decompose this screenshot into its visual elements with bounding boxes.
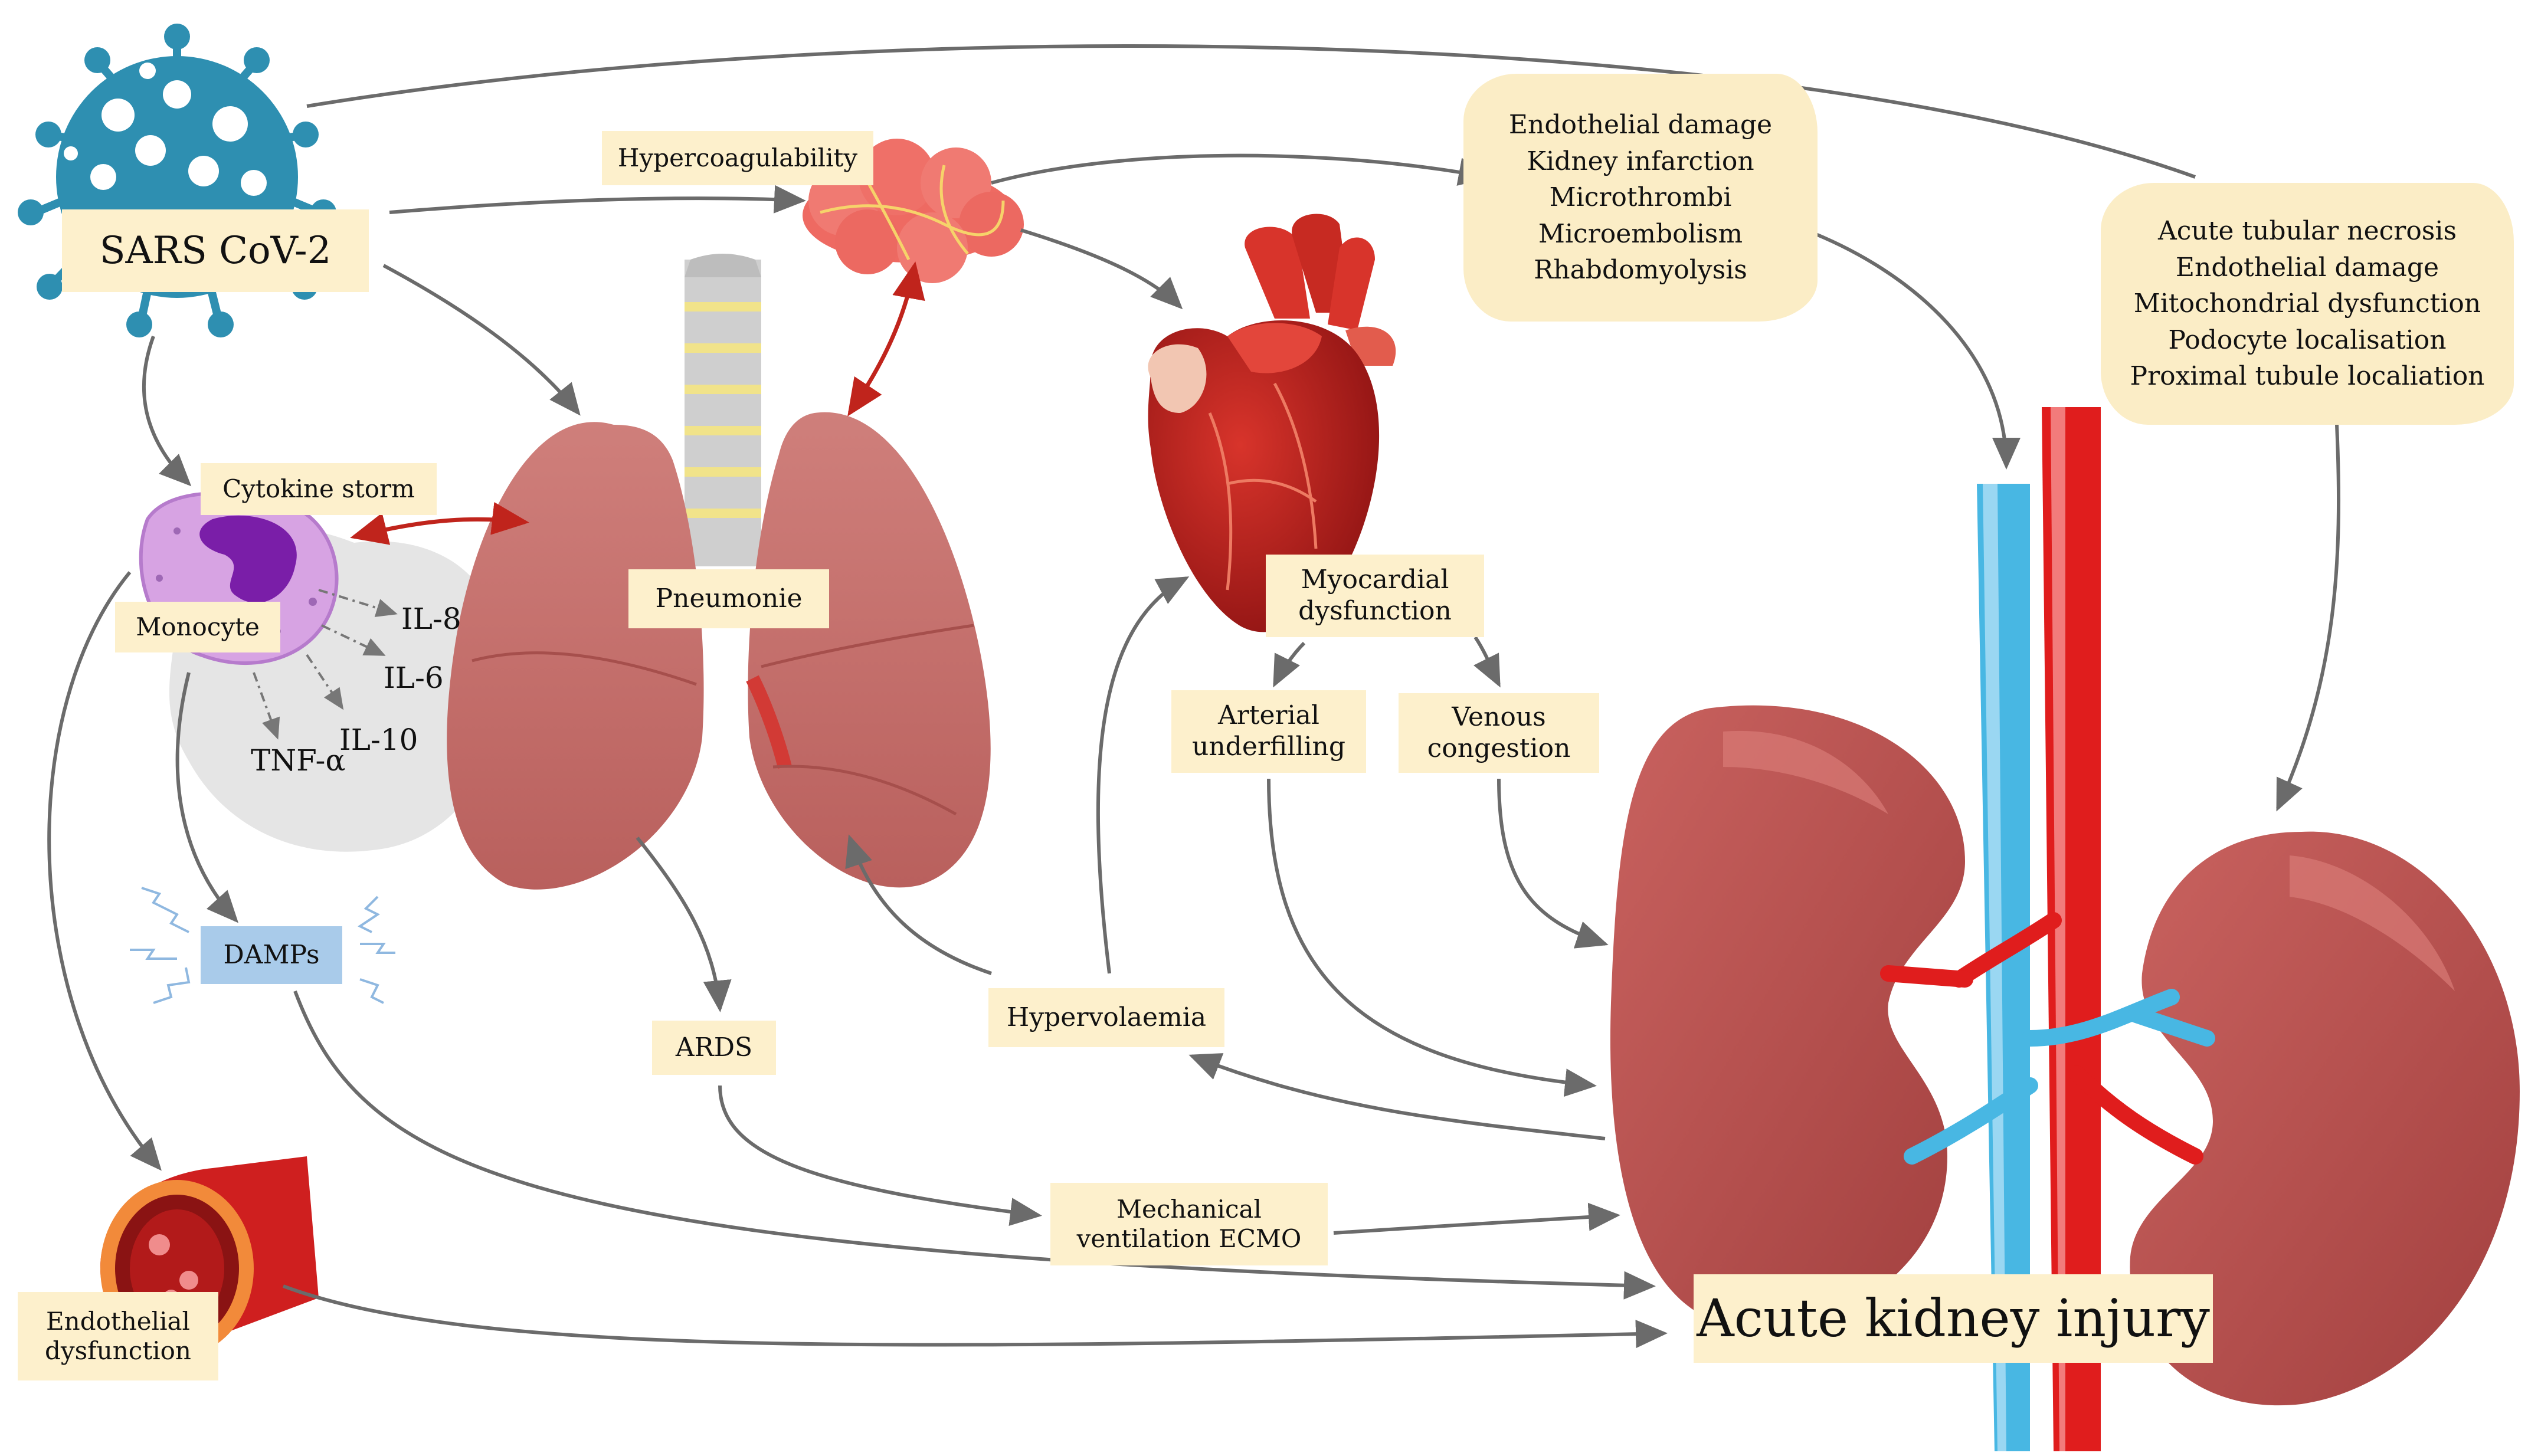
pneumonie-label: Pneumonie xyxy=(628,569,829,628)
ards-label: ARDS xyxy=(652,1021,776,1075)
arterial-line-1: Arterial xyxy=(1218,700,1319,731)
cloud-endothelial-damage: Endothelial damage Kidney infarction Mic… xyxy=(1463,74,1818,322)
kidneys-illustration xyxy=(1610,407,2520,1451)
venous-line-1: Venous xyxy=(1452,701,1546,732)
mechanical-ventilation-label: Mechanical ventilation ECMO xyxy=(1050,1183,1328,1265)
cloud-item: Kidney infarction xyxy=(1527,146,1754,176)
il-6-label: IL-6 xyxy=(384,661,444,695)
hypervolaemia-label: Hypervolaemia xyxy=(988,988,1224,1047)
blood-clot-illustration xyxy=(803,139,1024,283)
arterial-line-2: underfilling xyxy=(1192,732,1345,762)
myocardial-line-2: dysfunction xyxy=(1298,596,1452,626)
hypercoagulability-label: Hypercoagulability xyxy=(602,131,873,185)
endothelial-line-1: Endothelial xyxy=(45,1306,190,1336)
bidirectional-arrows xyxy=(350,261,925,545)
lungs-illustration xyxy=(447,254,991,890)
cytokine-release-arrows xyxy=(253,589,398,740)
cloud-item: Endothelial damage xyxy=(1508,110,1773,140)
cloud-item: Proximal tubule localiation xyxy=(2130,361,2485,392)
cloud-item: Microthrombi xyxy=(1549,182,1732,213)
cytokine-storm-label: Cytokine storm xyxy=(201,463,437,515)
venous-line-2: congestion xyxy=(1427,733,1571,763)
il-8-label: IL-8 xyxy=(401,602,461,636)
tnf-alpha-label: TNF-α xyxy=(251,743,346,778)
venous-congestion-label: Venous congestion xyxy=(1399,693,1599,773)
cloud-item: Acute tubular necrosis xyxy=(2157,216,2457,247)
pathway-arrows xyxy=(47,44,2341,1349)
cloud-item: Podocyte localisation xyxy=(2168,324,2447,355)
arterial-underfilling-label: Arterial underfilling xyxy=(1171,690,1366,773)
damps-label: DAMPs xyxy=(201,926,342,984)
acute-kidney-injury-label: Acute kidney injury xyxy=(1694,1274,2213,1363)
cloud-item: Mitochondrial dysfunction xyxy=(2133,288,2481,319)
sars-cov-2-label: SARS CoV-2 xyxy=(62,209,369,292)
cloud-acute-tubular-necrosis: Acute tubular necrosis Endothelial damag… xyxy=(2101,183,2514,425)
endothelial-dysfunction-label: Endothelial dysfunction xyxy=(18,1292,218,1380)
cloud-item: Endothelial damage xyxy=(2175,252,2439,283)
mechvent-line-1: Mechanical xyxy=(1116,1194,1262,1224)
damps-sparks xyxy=(130,887,395,1004)
il-10-label: IL-10 xyxy=(339,723,418,757)
myocardial-dysfunction-label: Myocardial dysfunction xyxy=(1266,555,1484,637)
heart-illustration xyxy=(1148,214,1396,632)
endothelial-line-2: dysfunction xyxy=(45,1336,191,1365)
myocardial-line-1: Myocardial xyxy=(1301,565,1449,595)
cloud-item: Rhabdomyolysis xyxy=(1534,255,1747,286)
cloud-item: Microembolism xyxy=(1538,218,1743,249)
monocyte-label: Monocyte xyxy=(115,602,280,652)
mechvent-line-2: ventilation ECMO xyxy=(1076,1224,1302,1253)
